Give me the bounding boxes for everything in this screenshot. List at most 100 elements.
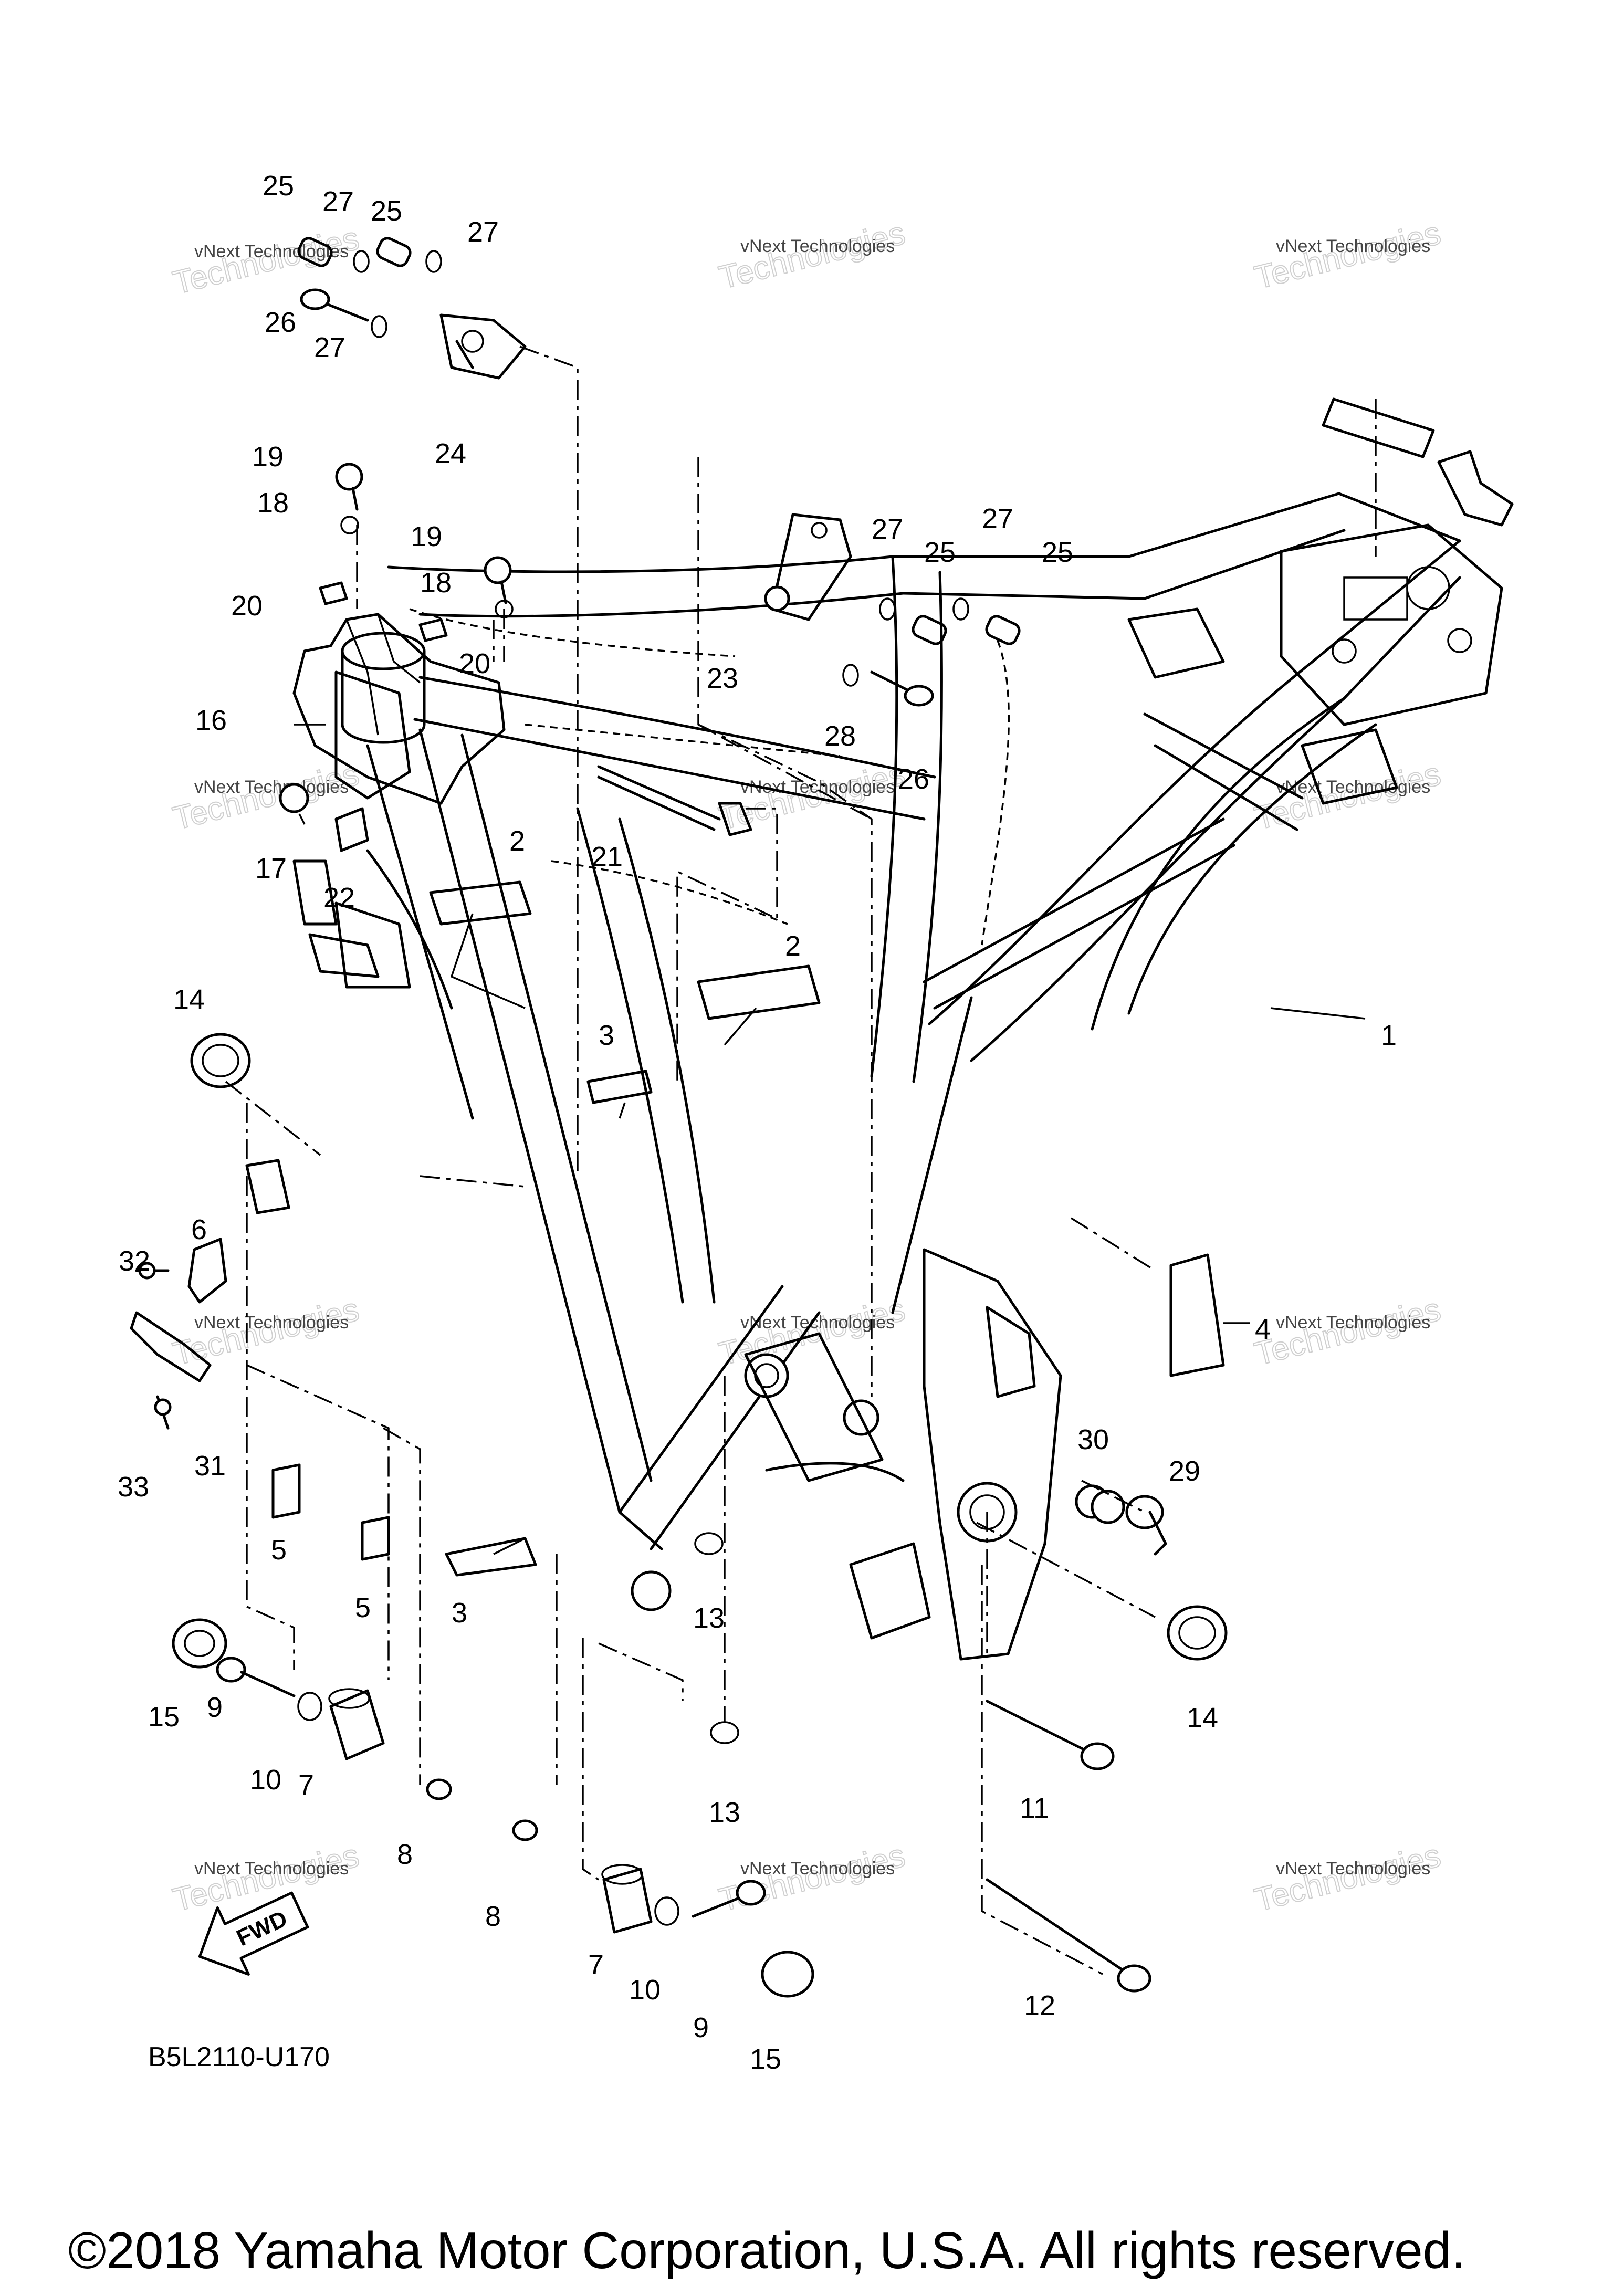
drawing-code: B5L2110-U170 <box>148 2042 330 2072</box>
watermark: Technologies vNext Technologies <box>169 1291 363 1373</box>
leader-lines <box>225 345 1377 1975</box>
callouts: 1 2 2 3 3 4 5 5 6 7 7 8 8 9 9 10 10 11 1… <box>118 170 1397 2075</box>
callout-2: 2 <box>509 825 525 857</box>
callout-15: 15 <box>148 1701 180 1733</box>
callout-7: 7 <box>588 1949 604 1980</box>
callout-30: 31 <box>194 1450 226 1482</box>
callout-25: 25 <box>924 537 956 568</box>
part-27-washer <box>353 250 969 687</box>
watermark: Technologies vNext Technologies <box>169 755 363 837</box>
callout-32: 33 <box>118 1471 149 1503</box>
part-14-bearing <box>190 1033 1228 1661</box>
watermark: Technologies vNext Technologies <box>169 1837 363 1919</box>
svg-text:vNext Technologies: vNext Technologies <box>740 1859 895 1879</box>
svg-text:vNext Technologies: vNext Technologies <box>1276 1859 1430 1879</box>
callout-7: 7 <box>298 1769 314 1801</box>
callout-19: 19 <box>252 441 284 473</box>
watermark: Technologies vNext Technologies <box>715 214 909 297</box>
callout-27: 27 <box>467 216 499 248</box>
callout-27: 28 <box>824 720 856 752</box>
part-24-bracket <box>439 313 527 380</box>
watermark: Technologies vNext Technologies <box>169 219 363 302</box>
callout-23: 23 <box>707 663 738 694</box>
part-8-nut <box>426 1778 538 1841</box>
callout-31: 32 <box>119 1245 150 1277</box>
part-9-bolt <box>216 1657 766 1918</box>
callout-13: 13 <box>709 1797 740 1828</box>
callout-2: 2 <box>785 930 801 962</box>
part-2-label <box>697 964 821 1020</box>
callout-29: 30 <box>1077 1424 1109 1455</box>
svg-text:FWD: FWD <box>233 1905 291 1951</box>
part-3-label <box>586 1070 653 1104</box>
part-33-label <box>1322 397 1435 458</box>
callout-8: 8 <box>397 1839 413 1870</box>
copyright-notice: ©2018 Yamaha Motor Corporation, U.S.A. A… <box>68 2221 1465 2279</box>
callout-25: 25 <box>263 170 294 202</box>
callout-25: 25 <box>1042 537 1073 568</box>
callout-18: 18 <box>420 567 452 599</box>
part-19-bolt <box>335 463 512 604</box>
svg-text:vNext Technologies: vNext Technologies <box>1276 236 1430 256</box>
callout-24: 24 <box>435 438 466 469</box>
callout-10: 10 <box>629 1974 661 2006</box>
callout-27: 27 <box>982 503 1013 534</box>
part-3-label <box>445 1537 537 1577</box>
callout-17: 17 <box>255 853 287 884</box>
callout-5: 5 <box>271 1534 287 1566</box>
callout-21: 21 <box>591 841 623 873</box>
part-28-collar <box>1125 1495 1167 1556</box>
part-12-bolt <box>986 1878 1151 1993</box>
callout-16: 16 <box>195 705 227 736</box>
callout-26: 26 <box>265 307 296 338</box>
callout-11: 11 <box>1020 1792 1049 1824</box>
part-29-bush <box>1075 1484 1125 1524</box>
part-11-bolt <box>986 1700 1115 1770</box>
part-32-rivet <box>154 1395 172 1430</box>
callout-12: 12 <box>1024 1990 1055 2021</box>
callout-20: 20 <box>459 648 490 679</box>
part-7-collar <box>328 1688 653 1934</box>
part-5-label <box>361 1516 390 1561</box>
part-21-band <box>597 765 721 821</box>
watermark: Technologies vNext Technologies <box>715 1837 909 1919</box>
part-30-damper <box>130 1311 212 1382</box>
callout-4: 4 <box>1255 1314 1271 1345</box>
callout-27: 27 <box>322 186 354 217</box>
callout-3: 3 <box>599 1020 614 1051</box>
svg-text:vNext Technologies: vNext Technologies <box>1276 1313 1430 1333</box>
part-5-label <box>271 1463 301 1519</box>
part-15-cap <box>172 1618 814 1998</box>
svg-text:vNext Technologies: vNext Technologies <box>1276 777 1430 797</box>
callout-28: 29 <box>1169 1455 1200 1487</box>
callout-14: 14 <box>173 984 205 1015</box>
part-25-bolt <box>297 237 1021 645</box>
part-22-clip <box>334 807 369 852</box>
small-parts <box>130 237 1435 1998</box>
callout-8: 8 <box>485 1901 501 1932</box>
svg-text:vNext Technologies: vNext Technologies <box>740 236 895 256</box>
callout-20: 20 <box>231 590 263 622</box>
watermark: Technologies vNext Technologies <box>1251 214 1445 297</box>
callout-1: 1 <box>1381 1020 1397 1051</box>
svg-text:vNext Technologies: vNext Technologies <box>194 1313 349 1333</box>
callout-9: 9 <box>207 1692 223 1723</box>
part-26-bolt <box>300 288 934 707</box>
watermark: Technologies vNext Technologies <box>1251 1291 1445 1373</box>
callout-18: 18 <box>257 487 289 519</box>
svg-text:vNext Technologies: vNext Technologies <box>194 777 349 797</box>
part-2-label <box>429 880 532 926</box>
part-13-washer <box>694 1532 739 1744</box>
svg-text:vNext Technologies: vNext Technologies <box>194 1859 349 1879</box>
callout-27: 27 <box>872 513 903 545</box>
part-20-nut <box>319 581 448 642</box>
part-17-grommet <box>279 783 309 813</box>
part-4-label <box>1169 1253 1225 1377</box>
callout-5: 5 <box>355 1592 371 1623</box>
watermark: Technologies vNext Technologies <box>1251 755 1445 837</box>
callout-22: 22 <box>323 882 355 914</box>
callout-13: 13 <box>693 1602 725 1634</box>
callout-27: 27 <box>314 332 345 363</box>
part-10-washer <box>297 1692 679 1926</box>
